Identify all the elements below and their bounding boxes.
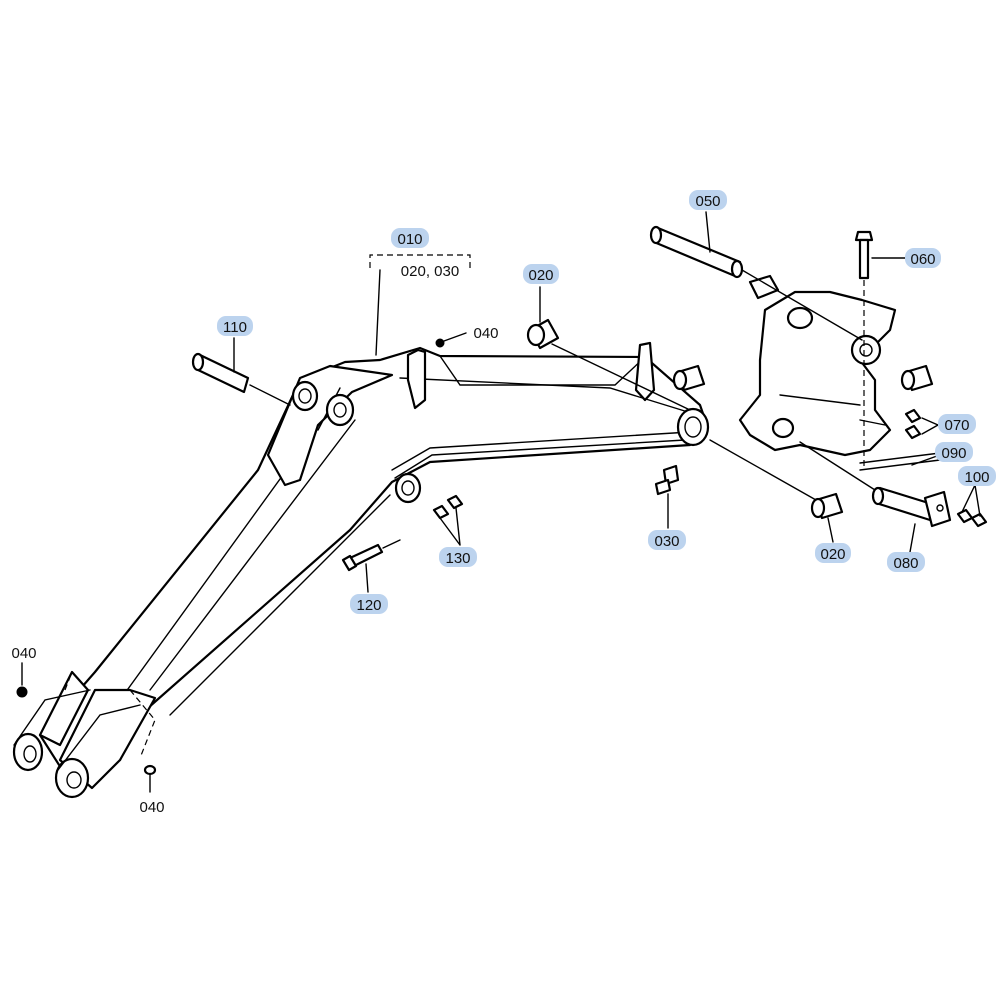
- label-060: 060: [910, 251, 935, 268]
- label-040-top: 040: [473, 325, 498, 342]
- label-020-top: 020: [528, 267, 553, 284]
- bolt-060: [854, 230, 874, 470]
- label-030: 030: [654, 533, 679, 550]
- label-040-left: 040: [11, 645, 36, 662]
- swing-bracket: [738, 290, 897, 457]
- part-labels: 010 020, 030 110 020 040 050 060 070 090…: [11, 190, 996, 816]
- label-090: 090: [941, 445, 966, 462]
- bushing-mid: [672, 364, 706, 392]
- bushing-right: [900, 364, 934, 392]
- pin-050: [649, 225, 863, 341]
- pin-080: [799, 441, 952, 528]
- label-020-bottom: 020: [820, 546, 845, 563]
- boom-arm: [12, 341, 710, 799]
- label-130: 130: [445, 550, 470, 567]
- pin-110: [191, 352, 291, 406]
- label-070: 070: [944, 417, 969, 434]
- bolt-120: [341, 539, 401, 572]
- grease-fitting-030: [654, 464, 680, 496]
- label-080: 080: [893, 555, 918, 572]
- nuts-100: [956, 508, 988, 528]
- bushing-020-top: [526, 318, 691, 411]
- label-120: 120: [356, 597, 381, 614]
- nuts-130: [432, 494, 464, 520]
- bushing-020-bottom: [709, 439, 844, 520]
- label-050: 050: [695, 193, 720, 210]
- pin-040-parts: [16, 338, 445, 776]
- leader-lines: [21, 211, 981, 793]
- bolt-090: [859, 452, 941, 471]
- nuts-070: [904, 408, 922, 440]
- label-010: 010: [397, 231, 422, 248]
- label-010-sub: 020, 030: [401, 263, 459, 280]
- label-100: 100: [964, 469, 989, 486]
- label-040-bottom: 040: [139, 799, 164, 816]
- label-110: 110: [223, 319, 247, 336]
